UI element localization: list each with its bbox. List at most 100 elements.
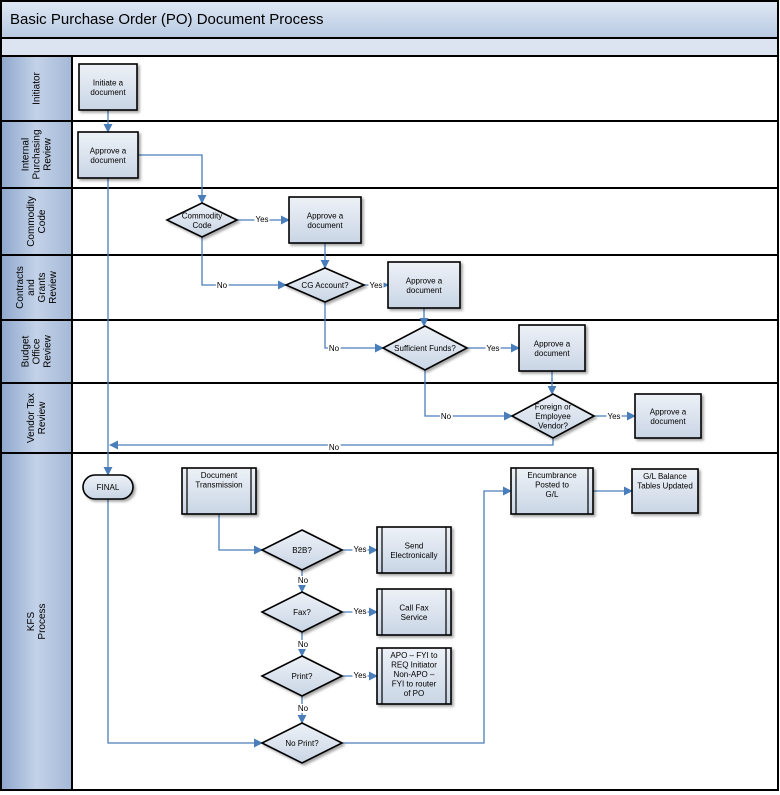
process-box xyxy=(631,468,699,514)
lane-title: CommodityCode xyxy=(26,196,48,247)
node-b2b-decision: B2B? xyxy=(260,529,344,571)
title-bar: Basic Purchase Order (PO) Document Proce… xyxy=(0,0,779,39)
connector-vendor-no xyxy=(109,438,554,450)
subprocess-box xyxy=(376,647,452,705)
diagram-title: Basic Purchase Order (PO) Document Proce… xyxy=(10,11,323,28)
header-band xyxy=(0,37,779,57)
connector-doc-b2b xyxy=(218,514,263,555)
edge-label-yes: Yes xyxy=(353,545,366,554)
lane-title: ContractsandGrantsReview xyxy=(15,266,59,309)
connectors xyxy=(103,110,636,748)
node-label: CG Account? xyxy=(301,281,349,290)
lane-label-commodity-code xyxy=(0,187,73,256)
node-final: FINAL xyxy=(82,474,134,500)
lane-title: Initiator xyxy=(32,71,43,104)
edge-label-no: No xyxy=(329,344,340,353)
edge-label-yes: Yes xyxy=(369,281,382,290)
node-label: B2B? xyxy=(292,546,312,555)
subprocess-box xyxy=(510,467,594,515)
edge-label-yes: Yes xyxy=(255,215,268,224)
connector-commodity-no xyxy=(201,237,287,290)
lane-commodity-code: CommodityCode xyxy=(0,187,779,256)
connector-approve-commodity-dec xyxy=(138,154,207,204)
node-label: Sufficient Funds? xyxy=(394,344,456,353)
process-box xyxy=(518,324,586,372)
edge-label-no: No xyxy=(298,576,309,585)
edge-label-no: No xyxy=(298,704,309,713)
lane-label-kfs-process xyxy=(0,452,73,791)
node-label: Print? xyxy=(292,672,313,681)
subprocess-box xyxy=(181,467,257,515)
edge-label-yes: Yes xyxy=(353,671,366,680)
edge-label-yes: Yes xyxy=(353,607,366,616)
process-box xyxy=(78,63,138,111)
decision-diamond xyxy=(260,529,344,571)
decision-diamond xyxy=(510,393,596,439)
lane-title: KFSProcess xyxy=(26,603,48,639)
decision-diamond xyxy=(283,267,367,303)
process-box xyxy=(77,131,139,179)
decision-diamond xyxy=(260,655,344,697)
edge-label-no: No xyxy=(298,640,309,649)
subprocess-box xyxy=(376,588,452,636)
process-box xyxy=(387,261,461,309)
lane-label-budget-office-review xyxy=(0,319,73,384)
node-fax-decision: Fax? xyxy=(260,591,344,633)
connector-noprint-encumbrance xyxy=(342,486,512,744)
decision-diamond xyxy=(260,722,344,764)
decision-diamond xyxy=(260,591,344,633)
edge-label-yes: Yes xyxy=(607,412,620,421)
decision-diamond xyxy=(165,202,239,238)
edge-label-no: No xyxy=(441,412,452,421)
node-label: FINAL xyxy=(97,483,120,492)
lane-title: Vendor TaxReview xyxy=(26,393,48,443)
subprocess-box xyxy=(376,526,452,574)
node-noprint-decision: No Print? xyxy=(260,722,344,764)
connector-final-noprint xyxy=(107,499,263,748)
lane-title: BudgetOfficeReview xyxy=(21,334,54,368)
decision-diamond xyxy=(381,325,469,371)
node-print-decision: Print? xyxy=(260,655,344,697)
edge-label-no: No xyxy=(217,281,228,290)
terminator-shape xyxy=(82,474,134,500)
edge-label-yes: Yes xyxy=(486,344,499,353)
node-label: Fax? xyxy=(293,608,311,617)
connector-funds-no xyxy=(424,370,513,421)
process-box xyxy=(634,393,702,439)
process-box xyxy=(288,196,362,244)
edge-label-no: No xyxy=(329,443,340,452)
lane-title: InternalPurchasingReview xyxy=(21,129,54,179)
lane-label-vendor-tax-review xyxy=(0,382,73,454)
node-label: No Print? xyxy=(285,739,319,748)
node-cg-decision: CG Account? xyxy=(283,267,367,303)
